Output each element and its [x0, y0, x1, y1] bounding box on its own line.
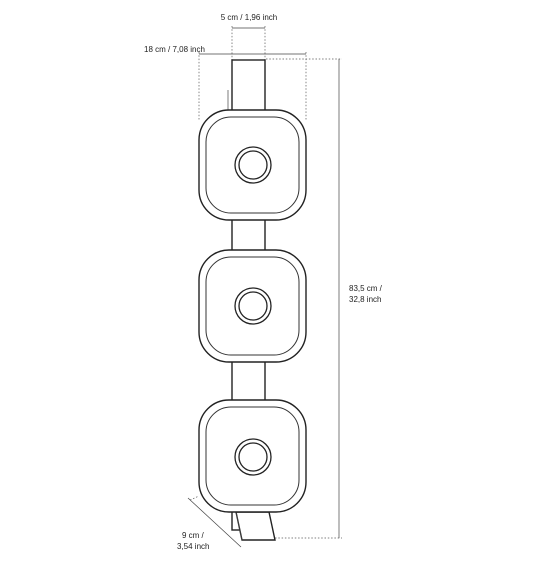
height-label-line1: 83,5 cm / — [349, 284, 383, 293]
depth-dimension: 9 cm / 3,54 inch — [177, 495, 242, 551]
depth-label-line1: 9 cm / — [182, 531, 205, 540]
top-holder — [198, 109, 307, 221]
total-width-dimension: 18 cm / 7,08 inch — [144, 45, 307, 120]
total-width-label: 18 cm / 7,08 inch — [144, 45, 205, 54]
height-label-line2: 32,8 inch — [349, 295, 381, 304]
depth-label-line2: 3,54 inch — [177, 542, 209, 551]
bar-width-label: 5 cm / 1,96 inch — [221, 13, 277, 22]
middle-holder — [198, 249, 307, 363]
height-dimension: 83,5 cm / 32,8 inch — [266, 58, 383, 539]
bottom-holder — [198, 399, 307, 513]
bar-width-dimension: 5 cm / 1,96 inch — [221, 13, 277, 60]
